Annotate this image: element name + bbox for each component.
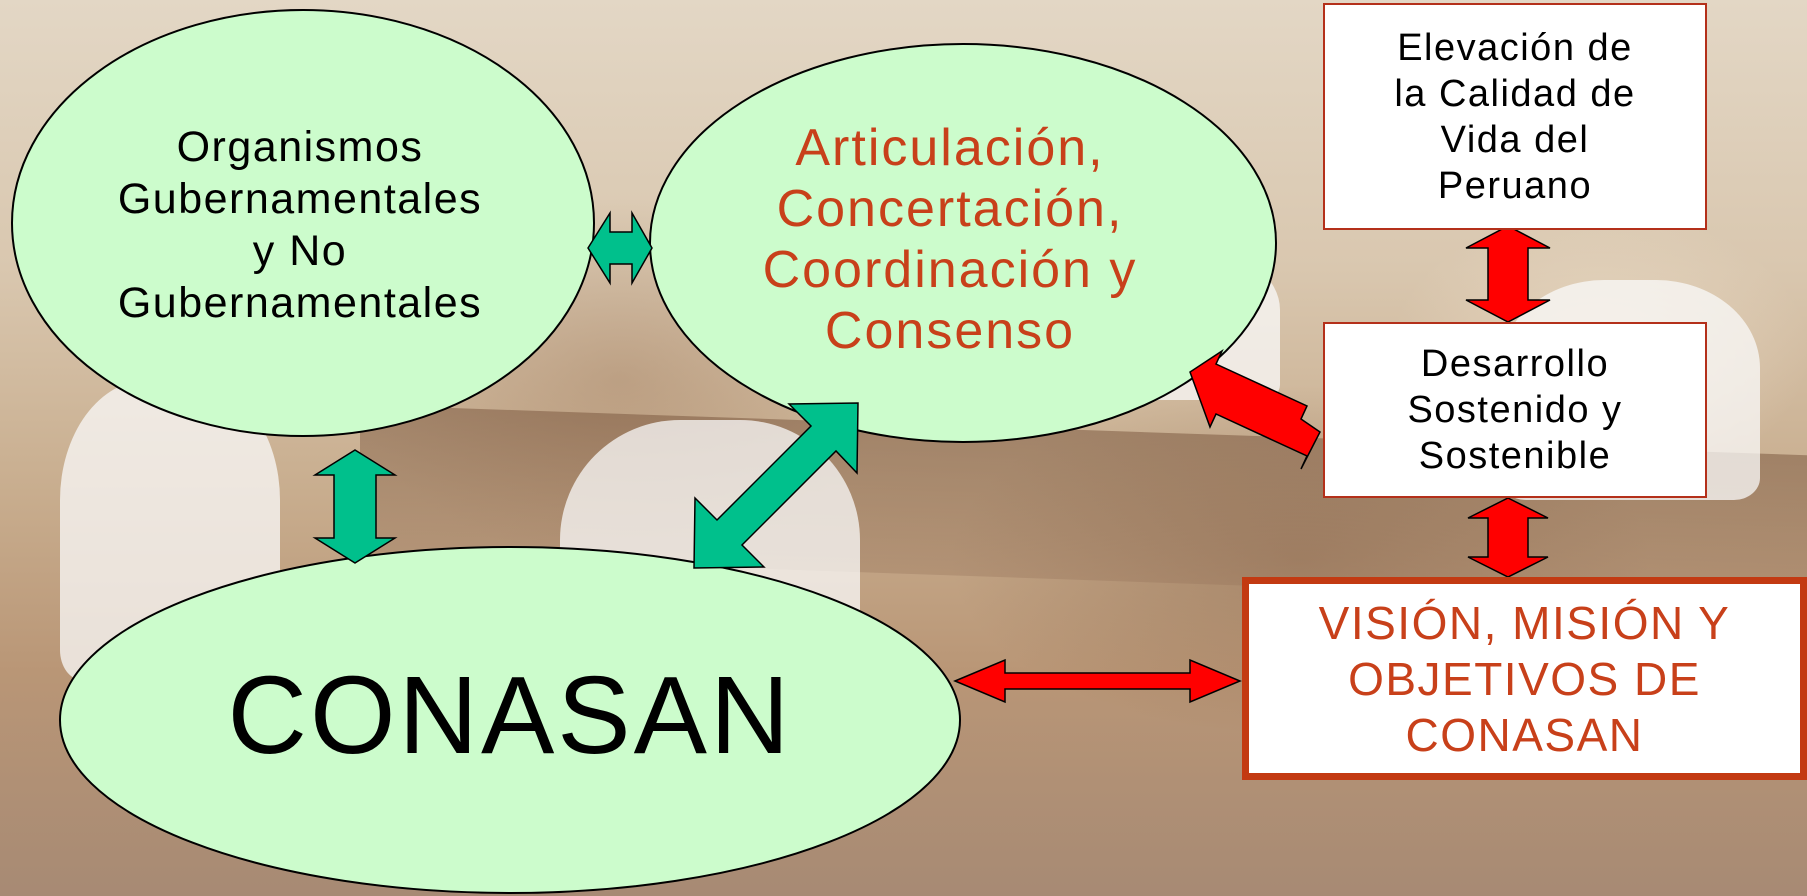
- red-arrow-articulacion-desarrollo: [1189, 348, 1321, 470]
- red-arrow-calidad-desarrollo: [1465, 225, 1551, 323]
- calidad-vida-box: Elevación de la Calidad de Vida del Peru…: [1323, 3, 1707, 230]
- organismos-ellipse: [11, 9, 595, 437]
- organismos-label: Organismos Gubernamentales y No Gubernam…: [117, 123, 483, 327]
- green-arrow-organismos-articulacion: [587, 210, 653, 286]
- desarrollo-box: Desarrollo Sostenido y Sostenible: [1323, 322, 1707, 498]
- green-arrow-articulacion-conasan: [693, 402, 859, 569]
- red-arrow-desarrollo-vision: [1467, 497, 1549, 578]
- conasan-label: CONASAN: [227, 653, 793, 777]
- green-arrow-organismos-conasan: [312, 449, 398, 564]
- vision-mision-box: VISIÓN, MISIÓN Y OBJETIVOS DE CONASAN: [1242, 577, 1807, 780]
- conasan-ellipse: [59, 546, 961, 894]
- articulacion-label: Articulación, Concertación, Coordinación…: [762, 119, 1138, 360]
- red-arrow-conasan-vision: [953, 658, 1242, 704]
